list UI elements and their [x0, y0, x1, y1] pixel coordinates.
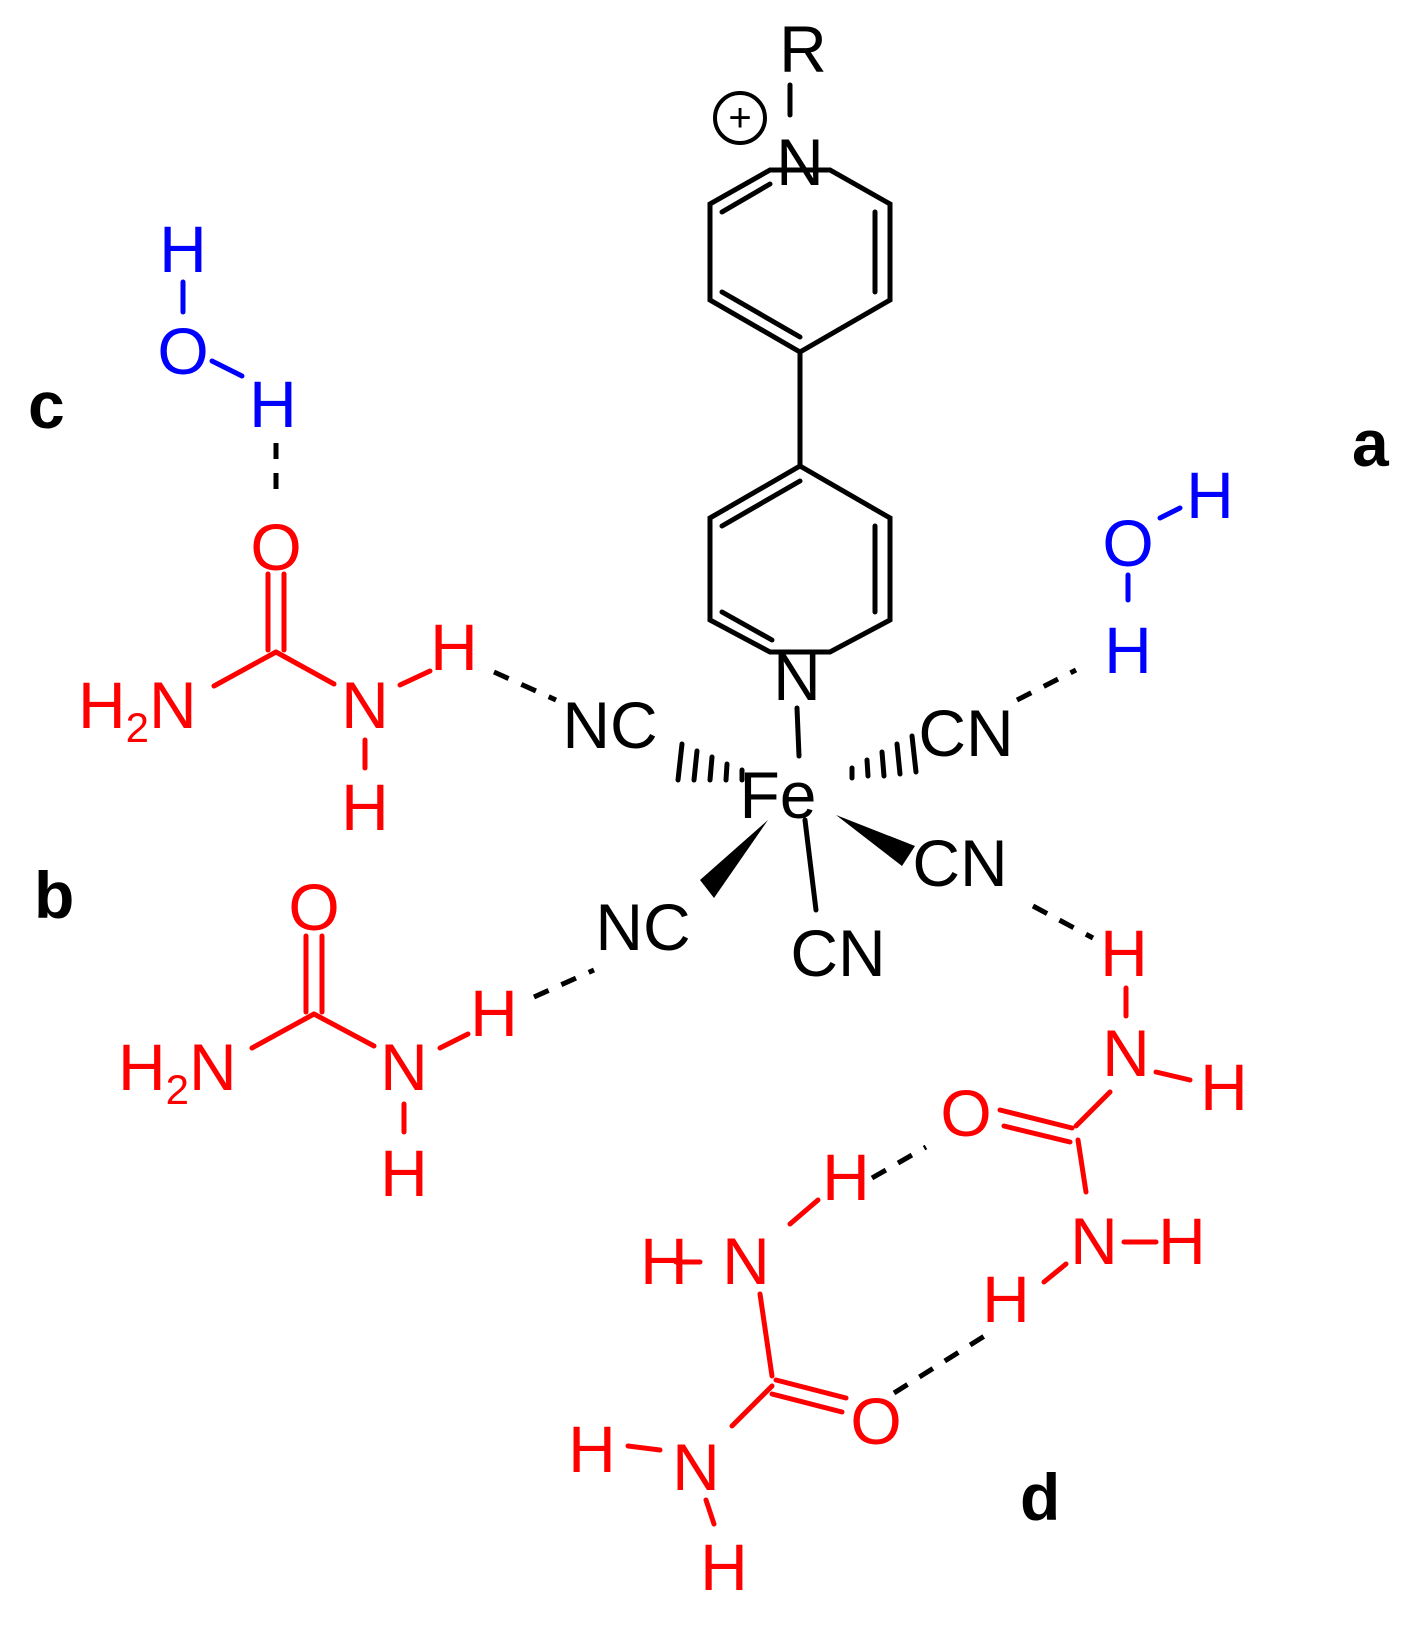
- water-oxygen-label: O: [157, 314, 208, 388]
- o-h-bond: [209, 358, 245, 379]
- urea-molecule-b: O H2N N H H: [118, 870, 518, 1210]
- water-hydrogen-label: H: [159, 212, 207, 286]
- water-hydrogen-label: H: [249, 367, 297, 441]
- ring-double-bond: [719, 289, 803, 340]
- positive-charge-sign: +: [728, 96, 751, 140]
- urea-hydrogen-label: H: [470, 976, 518, 1050]
- urea-hydrogen-label: H: [982, 1262, 1030, 1336]
- c-o-double-bond: [773, 1377, 849, 1401]
- c-n-bond: [273, 649, 337, 687]
- hbond-urea-nc: [492, 669, 558, 703]
- urea-nitrogen-label: N: [380, 1030, 428, 1104]
- c-n-bond: [311, 1011, 377, 1049]
- positive-charge-circle: [713, 91, 767, 145]
- c-o-double-bond: [997, 1107, 1075, 1131]
- water-molecule-left: H O H: [157, 212, 297, 441]
- n-h-bond: [437, 1031, 471, 1051]
- cyanide-label-left: NC: [562, 688, 657, 762]
- panel-label-d: d: [1020, 1460, 1060, 1534]
- hashed-wedge-right: [849, 733, 919, 781]
- water-molecule-right: O H H: [1102, 458, 1234, 687]
- hbond-urea-dimer-upper: [870, 1144, 928, 1181]
- urea-molecule-c: O H2N N H H: [78, 510, 478, 844]
- urea-molecule-d-upper: H N H O N H H: [940, 916, 1248, 1336]
- urea-hydrogen-label: H: [341, 770, 389, 844]
- hbond-urea-dimer-lower: [892, 1327, 996, 1396]
- fe-cn-bond: [802, 817, 819, 913]
- water-hydrogen-label: H: [1104, 613, 1152, 687]
- n-h-bond: [703, 1497, 717, 1527]
- urea-amine-label: H2N: [118, 1030, 237, 1113]
- c-n-bond: [211, 649, 279, 689]
- urea-hydrogen-label: H: [1200, 1050, 1248, 1124]
- urea-hydrogen-label: H: [568, 1412, 616, 1486]
- urea-hydrogen-label: H: [700, 1530, 748, 1604]
- c-n-bond: [1075, 1137, 1089, 1195]
- iron-label: Fe: [739, 758, 816, 832]
- o-h-bond: [1157, 505, 1183, 521]
- iron-cyanide-complex: R + N N Fe NC CN CN NC CN: [562, 12, 1013, 990]
- urea-nitrogen-label: N: [1102, 1016, 1150, 1090]
- urea-nitrogen-label: N: [672, 1430, 720, 1504]
- n-h-bond: [1153, 1069, 1193, 1083]
- solid-wedge-left: [700, 820, 768, 898]
- c-n-bond: [729, 1383, 775, 1429]
- c-n-bond: [757, 1291, 775, 1379]
- pyridinium-nitrogen-label: N: [776, 125, 824, 199]
- urea-hydrogen-label: H: [640, 1224, 688, 1298]
- urea-nitrogen-label: N: [1070, 1204, 1118, 1278]
- ring-double-bond: [719, 478, 803, 529]
- hbond-cn-water: [1015, 667, 1078, 703]
- urea-hydrogen-label: H: [1100, 916, 1148, 990]
- urea-nitrogen-label: N: [722, 1224, 770, 1298]
- n-h-bond: [787, 1197, 821, 1227]
- c-o-double-bond: [769, 1391, 845, 1415]
- solid-wedge-right: [836, 815, 915, 866]
- urea-nitrogen-label: N: [341, 668, 389, 742]
- water-oxygen-label: O: [1102, 506, 1153, 580]
- urea-hydrogen-label: H: [1158, 1204, 1206, 1278]
- c-n-bond: [249, 1011, 317, 1051]
- hbond-urea-nc-lower: [532, 967, 596, 1000]
- panel-label-c: c: [28, 368, 65, 442]
- hydrogen-bonds: [273, 443, 1095, 1396]
- n-h-bond: [397, 668, 433, 688]
- pyridine-ring: [707, 463, 893, 655]
- c-o-double-bond: [1001, 1123, 1073, 1145]
- cyanide-label-lower-left: NC: [595, 890, 690, 964]
- pyridinium-ring: [707, 167, 893, 355]
- r-substituent-label: R: [779, 12, 827, 86]
- pyridine-nitrogen-label: N: [773, 640, 821, 714]
- urea-oxygen-label: O: [940, 1076, 991, 1150]
- urea-amine-label: H2N: [78, 668, 197, 751]
- ring-double-bond: [719, 609, 775, 643]
- panel-label-a: a: [1352, 406, 1390, 480]
- ring-double-bond: [719, 181, 773, 215]
- c-n-bond: [1073, 1089, 1113, 1129]
- urea-oxygen-label: O: [850, 1384, 901, 1458]
- cyanide-label-lower-right: CN: [912, 826, 1007, 900]
- n-fe-bond: [794, 705, 802, 759]
- water-hydrogen-label: H: [1186, 458, 1234, 532]
- n-h-bond: [1041, 1261, 1069, 1285]
- hbond-cn-urea: [1031, 903, 1095, 941]
- urea-hydrogen-label: H: [380, 1136, 428, 1210]
- urea-molecule-d-lower: H H N O H N H: [568, 1140, 902, 1604]
- n-h-bond: [625, 1443, 663, 1453]
- cyanide-label-right: CN: [918, 696, 1013, 770]
- panel-label-b: b: [34, 858, 74, 932]
- urea-hydrogen-label: H: [430, 610, 478, 684]
- urea-oxygen-label: O: [288, 870, 339, 944]
- urea-hydrogen-label: H: [822, 1140, 870, 1214]
- urea-oxygen-label: O: [250, 510, 301, 584]
- cyanide-label-bottom: CN: [790, 916, 885, 990]
- hashed-wedge-left: [675, 741, 745, 783]
